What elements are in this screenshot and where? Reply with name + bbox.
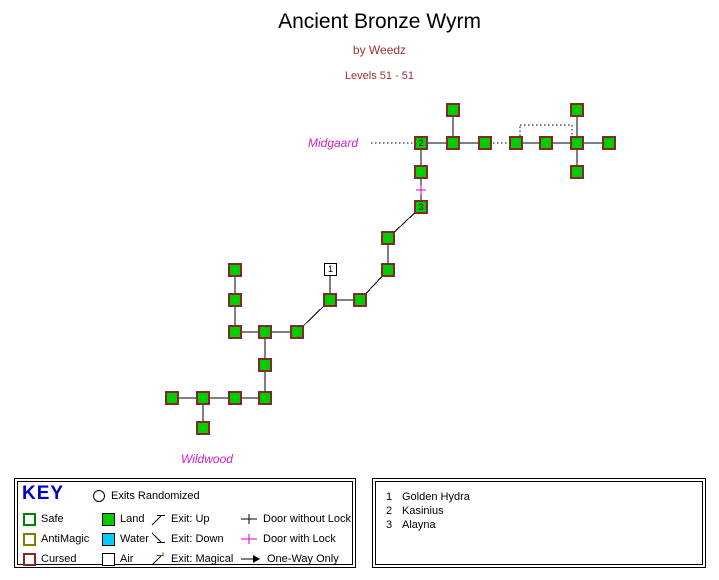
room: [414, 165, 428, 179]
room: [258, 325, 272, 339]
key-item-water: Water: [102, 531, 149, 547]
room: [258, 358, 272, 372]
room: 3: [414, 200, 428, 214]
key-item-antimagic: AntiMagic: [23, 531, 89, 547]
key-label-door-without-lock: Door without Lock: [263, 513, 352, 525]
room: [381, 263, 395, 277]
zone-label: Wildwood: [181, 452, 233, 466]
key-item-exits-randomized: Exits Randomized: [92, 488, 200, 504]
page-title: Ancient Bronze Wyrm: [278, 10, 481, 33]
air-room-icon: [102, 552, 115, 566]
room: [196, 421, 210, 435]
key-label-exit-down: Exit: Down: [171, 533, 224, 545]
exits-randomized-icon: [93, 490, 105, 502]
room: [381, 231, 395, 245]
room-air: 1: [324, 263, 337, 276]
mob-number: 2: [386, 505, 393, 517]
room: [228, 325, 242, 339]
room: [228, 391, 242, 405]
door-without-lock-icon: [241, 514, 257, 524]
room: [446, 103, 460, 117]
antimagic-room-icon: [23, 532, 36, 546]
room-number: 3: [418, 201, 424, 212]
key-label-water: Water: [120, 533, 149, 545]
mob-row: 3 Alayna: [386, 518, 702, 532]
room: 2: [414, 136, 428, 150]
safe-room-icon: [23, 512, 36, 526]
mob-list-box-inner: 1 Golden Hydra 2 Kasinius 3 Alayna: [375, 481, 703, 565]
key-label-antimagic: AntiMagic: [41, 533, 90, 545]
cursed-room-icon: [23, 552, 36, 566]
key-label-exit-up: Exit: Up: [171, 513, 210, 525]
exit-down-icon: [151, 532, 165, 543]
room: [539, 136, 553, 150]
mob-list: 1 Golden Hydra 2 Kasinius 3 Alayna: [376, 482, 702, 532]
room-number: 2: [418, 137, 424, 148]
key-label-safe: Safe: [41, 513, 64, 525]
author-byline: by Weedz: [352, 43, 407, 57]
room: [478, 136, 492, 150]
mob-row: 1 Golden Hydra: [386, 490, 702, 504]
key-label-one-way: One-Way Only: [267, 553, 339, 565]
land-room-icon: [102, 512, 115, 526]
room: [165, 391, 179, 405]
mob-name: Golden Hydra: [402, 491, 470, 503]
room: [196, 391, 210, 405]
room: [258, 391, 272, 405]
room: [446, 136, 460, 150]
room-number: 1: [327, 264, 333, 274]
map-header: Ancient Bronze Wyrm by Weedz Levels 51 -…: [20, 0, 719, 82]
key-item-exit-magical: Exit: Magical: [150, 551, 233, 567]
key-label-land: Land: [120, 513, 145, 525]
room: [353, 293, 367, 307]
key-item-door-without-lock: Door without Lock: [240, 511, 351, 527]
key-item-exit-down: Exit: Down: [150, 531, 224, 547]
mob-name: Alayna: [402, 519, 436, 531]
door-with-lock-icon: [241, 534, 257, 544]
room: [323, 293, 337, 307]
room: [228, 263, 242, 277]
key-item-safe: Safe: [23, 511, 64, 527]
room: [228, 293, 242, 307]
room: [570, 103, 584, 117]
key-label-exit-magical: Exit: Magical: [171, 553, 234, 565]
key-item-one-way: One-Way Only: [240, 551, 339, 567]
exit-up-icon: [151, 515, 165, 526]
mob-list-box: 1 Golden Hydra 2 Kasinius 3 Alayna: [372, 478, 706, 568]
mob-name: Kasinius: [402, 505, 444, 517]
exit-magical-icon: [151, 552, 164, 566]
key-item-air: Air: [102, 551, 133, 567]
mob-number: 3: [386, 519, 393, 531]
room: [290, 325, 304, 339]
map-edges-layer: [172, 110, 609, 428]
key-label-cursed: Cursed: [41, 553, 77, 565]
key-label-exits-randomized: Exits Randomized: [111, 490, 200, 502]
zone-label: Midgaard: [308, 136, 359, 150]
room: [570, 136, 584, 150]
key-item-exit-up: Exit: Up: [150, 511, 210, 527]
key-item-cursed: Cursed: [23, 551, 76, 567]
water-room-icon: [102, 532, 115, 546]
level-range: Levels 51 - 51: [344, 70, 415, 82]
one-way-arrow-icon: [241, 555, 260, 563]
room: [570, 165, 584, 179]
key-item-land: Land: [102, 511, 144, 527]
room: [602, 136, 616, 150]
key-box-inner: KEY Exits Randomized Safe Land Exi: [17, 481, 353, 567]
key-label-air: Air: [120, 553, 134, 565]
key-title: KEY: [22, 483, 65, 504]
room: [509, 136, 523, 150]
key-label-door-with-lock: Door with Lock: [263, 533, 336, 545]
mob-row: 2 Kasinius: [386, 504, 702, 518]
mob-number: 1: [386, 491, 393, 503]
key-item-door-with-lock: Door with Lock: [240, 531, 336, 547]
key-box: KEY Exits Randomized Safe Land Exi: [14, 478, 356, 568]
